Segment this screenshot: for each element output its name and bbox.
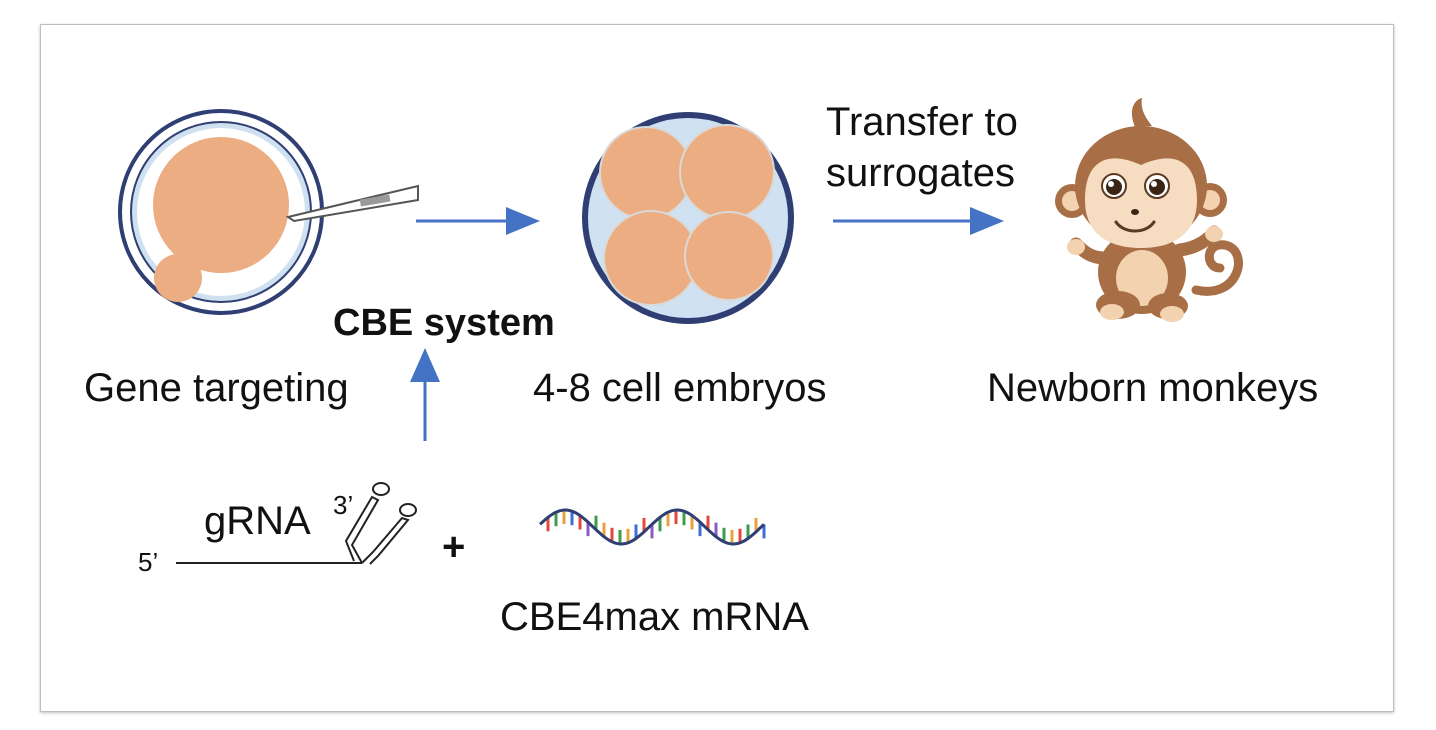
micropipette-icon [285,184,419,223]
arrow-up-to-cbe [410,348,440,441]
surrogates-label: surrogates [826,151,1015,195]
transfer-label: Transfer to [826,100,1018,144]
grna-label: gRNA [204,499,311,543]
arrow-to-embryos [416,207,540,235]
monkey-cartoon-icon [1055,98,1243,322]
plus-sign: + [442,525,466,569]
grna-hairpin-icon [176,482,417,565]
oocyte-injection-icon [118,109,419,315]
mrna-wave-icon [538,508,766,546]
mrna-strand [538,508,766,546]
newborn-label: Newborn monkeys [987,366,1319,410]
cbe-system-label: CBE system [333,302,555,344]
embryos-label: 4-8 cell embryos [533,366,827,410]
four-cell-embryo-icon [582,112,794,324]
five-prime-label: 5’ [138,547,159,577]
three-prime-label: 3’ [333,490,354,520]
arrow-to-surrogates [833,207,1004,235]
mrna-label: CBE4max mRNA [500,595,809,639]
gene-targeting-label: Gene targeting [84,366,349,410]
